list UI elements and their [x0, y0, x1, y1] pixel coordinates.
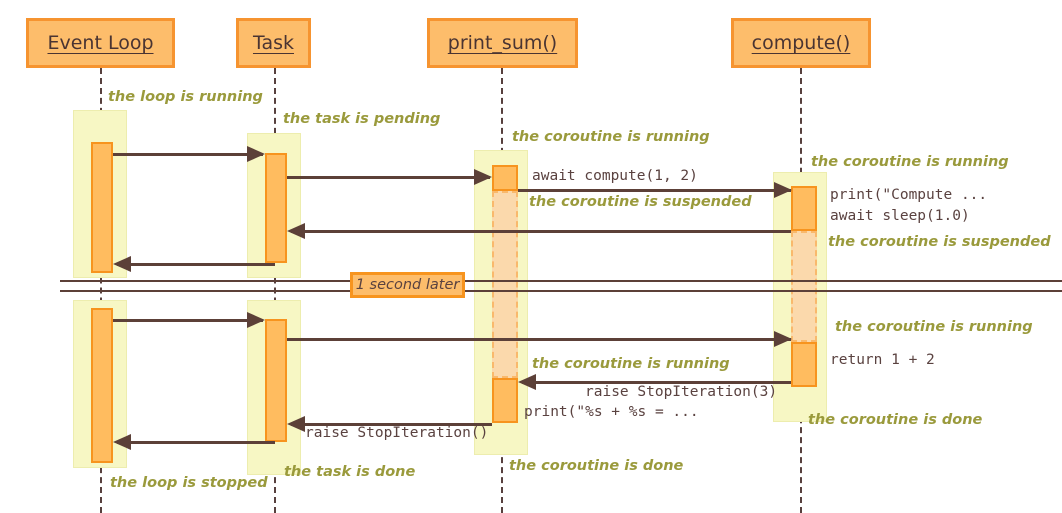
- arrowhead-task-to-compute-2: [774, 331, 792, 347]
- participant-compute[interactable]: compute(): [731, 18, 871, 68]
- note-compute-done: the coroutine is done: [808, 412, 983, 428]
- participant-label-task: Task: [252, 32, 294, 54]
- arrow-line-task-to-printsum-1: [287, 176, 490, 179]
- note-loop-is-running: the loop is running: [108, 89, 263, 105]
- activation-compute-running-2: [791, 342, 817, 387]
- participant-label-compute: compute(): [751, 32, 851, 54]
- divider-line-top: [60, 280, 1062, 282]
- note-print-sum-done: the coroutine is done: [509, 458, 684, 474]
- note-compute-running-1: the coroutine is running: [811, 154, 1009, 170]
- arrowhead-task-to-loop-1: [113, 256, 131, 272]
- activation-compute-suspended: [791, 231, 817, 342]
- code-await-sleep: await sleep(1.0): [830, 208, 970, 224]
- arrowhead-printsum-to-compute-1: [774, 182, 792, 198]
- participant-task[interactable]: Task: [236, 18, 311, 68]
- arrow-line-task-to-compute-2: [287, 338, 791, 341]
- divider-badge: 1 second later: [350, 272, 465, 298]
- participant-label-print-sum: print_sum(): [447, 32, 558, 54]
- arrow-line-printsum-to-task-2: [291, 423, 492, 426]
- arrowhead-printsum-to-task-2: [287, 416, 305, 432]
- note-print-sum-running-2: the coroutine is running: [532, 356, 730, 372]
- arrow-line-task-to-loop-1: [117, 263, 275, 266]
- activation-print-sum-running-2: [492, 378, 518, 423]
- arrow-line-task-to-loop-2: [117, 441, 275, 444]
- code-raise-stop: raise StopIteration(): [305, 425, 489, 441]
- note-print-sum-suspended: the coroutine is suspended: [529, 194, 752, 210]
- arrow-line-compute-to-printsum-2: [522, 381, 791, 384]
- note-compute-running-2: the coroutine is running: [835, 319, 1033, 335]
- note-compute-suspended: the coroutine is suspended: [828, 234, 1051, 250]
- arrow-line-compute-to-task-1: [291, 230, 791, 233]
- arrow-line-loop-to-task-2: [113, 319, 263, 322]
- activation-task-2: [265, 319, 287, 442]
- arrowhead-compute-to-task-1: [287, 223, 305, 239]
- activation-print-sum-suspended: [492, 191, 518, 378]
- activation-compute-running-1: [791, 186, 817, 231]
- divider-badge-label: 1 second later: [355, 277, 460, 293]
- arrowhead-loop-to-task-2: [247, 312, 265, 328]
- arrow-line-loop-to-task-1: [113, 153, 263, 156]
- activation-task-1: [265, 153, 287, 263]
- activation-print-sum-running-1: [492, 165, 518, 191]
- arrowhead-compute-to-printsum-2: [518, 374, 536, 390]
- participant-print-sum[interactable]: print_sum(): [427, 18, 578, 68]
- participant-event-loop[interactable]: Event Loop: [26, 18, 175, 68]
- arrowhead-task-to-loop-2: [113, 434, 131, 450]
- participant-label-event-loop: Event Loop: [47, 32, 154, 54]
- divider-line-bottom: [60, 290, 1062, 292]
- activation-event-loop-2: [91, 308, 113, 463]
- code-print-compute: print("Compute ...: [830, 187, 988, 203]
- note-task-is-pending: the task is pending: [283, 111, 441, 127]
- note-loop-is-stopped: the loop is stopped: [110, 475, 268, 491]
- arrow-line-printsum-to-compute-1: [518, 189, 791, 192]
- code-await-compute: await compute(1, 2): [532, 168, 698, 184]
- code-raise-stop-3: raise StopIteration(3): [585, 384, 778, 400]
- activation-event-loop-1: [91, 142, 113, 273]
- code-return: return 1 + 2: [830, 352, 935, 368]
- arrowhead-task-to-printsum-1: [474, 169, 492, 185]
- code-print-sum-stmt: print("%s + %s = ...: [524, 404, 699, 420]
- note-task-is-done: the task is done: [284, 464, 416, 480]
- note-print-sum-running-1: the coroutine is running: [512, 129, 710, 145]
- arrowhead-loop-to-task-1: [247, 146, 265, 162]
